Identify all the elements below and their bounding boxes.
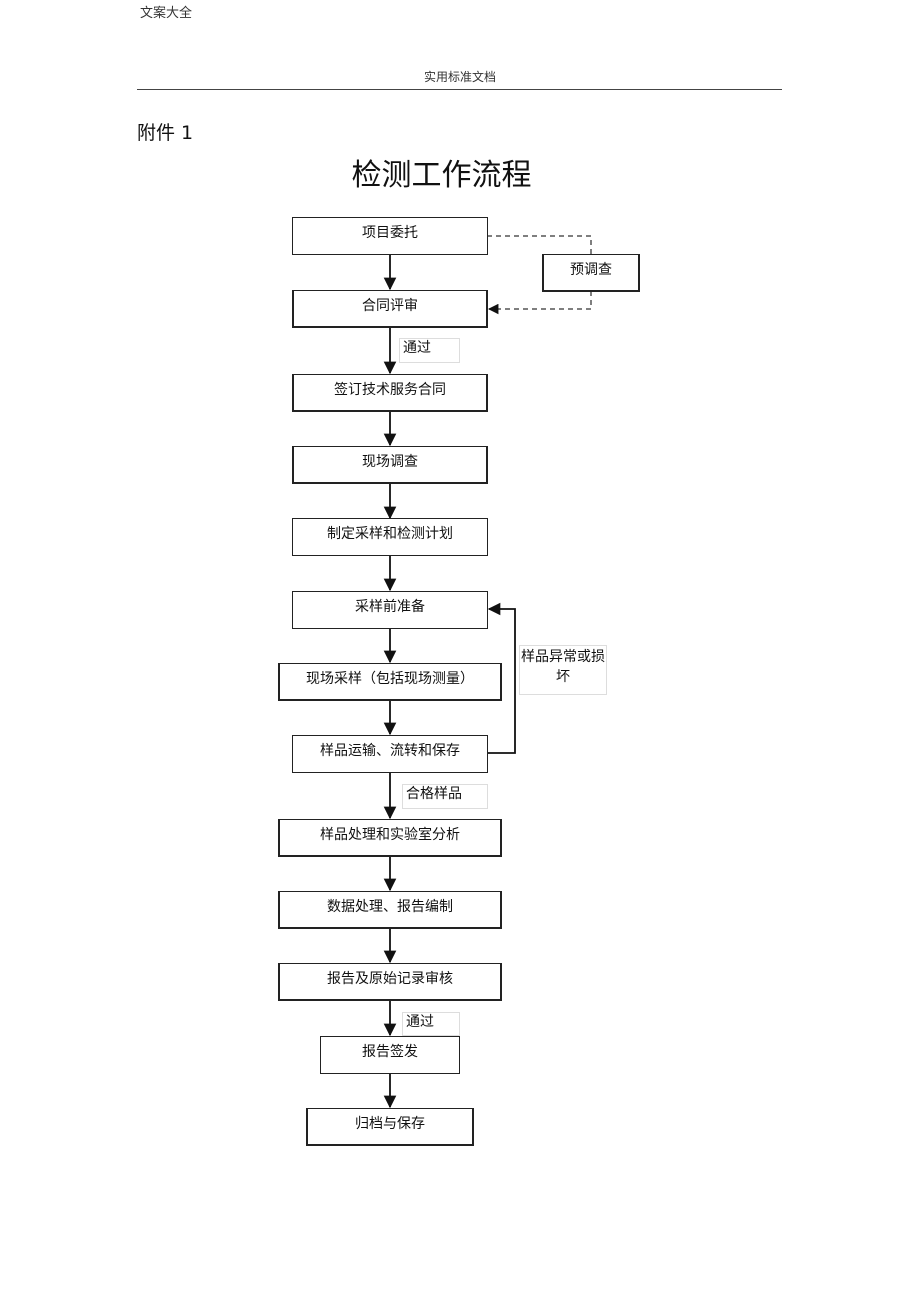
page-title: 检测工作流程 xyxy=(351,158,532,193)
dashed-to-pre-survey xyxy=(487,235,592,255)
step-sampling-plan: 制定采样和检测计划 xyxy=(292,518,488,556)
page-header: 实用标准文档 xyxy=(423,70,496,84)
step-lab-analysis: 样品处理和实验室分析 xyxy=(278,819,502,857)
attachment-label: 附件 1 xyxy=(137,122,194,144)
step-contract-review: 合同评审 xyxy=(292,290,488,328)
edge-label-pass-1: 通过 xyxy=(399,338,460,363)
step-pre-sampling-prep: 采样前准备 xyxy=(292,591,488,629)
feedback-label-sample-abnormal: 样品异常或损坏 xyxy=(519,645,607,695)
step-site-sampling: 现场采样（包括现场测量） xyxy=(278,663,502,701)
edge-label-pass-2: 通过 xyxy=(402,1012,460,1036)
feedback-arrow xyxy=(487,602,516,754)
step-report-review: 报告及原始记录审核 xyxy=(278,963,502,1001)
step-sign-contract: 签订技术服务合同 xyxy=(292,374,488,412)
edge-label-qualified-sample: 合格样品 xyxy=(402,784,488,809)
corner-label: 文案大全 xyxy=(140,6,193,21)
step-project-commission: 项目委托 xyxy=(292,217,488,255)
step-site-survey: 现场调查 xyxy=(292,446,488,484)
step-archive: 归档与保存 xyxy=(306,1108,474,1146)
pre-survey-box: 预调查 xyxy=(542,254,640,292)
step-data-report: 数据处理、报告编制 xyxy=(278,891,502,929)
dashed-from-pre-survey xyxy=(487,291,592,315)
step-report-issue: 报告签发 xyxy=(320,1036,460,1074)
header-divider xyxy=(137,89,782,90)
step-sample-transport: 样品运输、流转和保存 xyxy=(292,735,488,773)
